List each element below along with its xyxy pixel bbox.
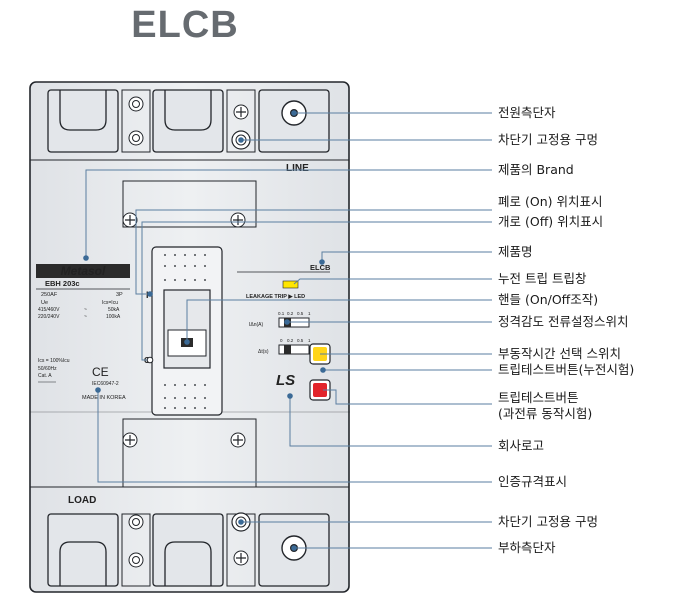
callout-overcurrent-test-sub: (과전류 동작시험) (498, 406, 592, 421)
leader-dots (83, 110, 326, 551)
callout-line-terminal: 전원측단자 (498, 105, 556, 120)
bottom-fixing-screws (121, 512, 256, 587)
time-tick-1: 0 (280, 338, 283, 343)
made-in-label: MADE IN KOREA (82, 395, 126, 401)
rating2-voltage: 220/240V (38, 314, 60, 320)
callout-leakage-test-button: 트립테스트버튼(누전시험) (498, 362, 634, 377)
sens-tick-2: 0.2 (287, 311, 294, 316)
elcb-label: ELCB (310, 263, 331, 272)
rating2-ka: 100kA (106, 314, 121, 320)
load-label: LOAD (68, 495, 96, 506)
leakage-led (282, 280, 299, 289)
callout-overcurrent-test-button: 트립테스트버튼 (498, 390, 579, 405)
leader-lines (85, 112, 492, 549)
sens-tick-1: 0.1 (278, 311, 285, 316)
nameplate: Metasol EBH 203c 250AF 3P Ue Ics=Icu 415… (36, 264, 130, 401)
ce-mark: CE (92, 365, 109, 379)
callout-time-delay-switch: 부동작시간 선택 스위치 (498, 346, 621, 361)
callout-company-logo: 회사로고 (498, 438, 544, 453)
leakage-text: LEAKAGE TRIP ▶ LED (246, 293, 305, 300)
line-label: LINE (286, 163, 309, 174)
time-tick-3: 0.5 (297, 338, 304, 343)
callout-on-position: 폐로 (On) 위치표시 (498, 194, 602, 209)
brand-plate (36, 264, 130, 278)
load-terminal-1 (47, 513, 119, 587)
rating2-sep: ~ (84, 314, 87, 320)
callout-handle: 핸들 (On/Off조작) (498, 292, 598, 307)
callout-fixing-hole-top: 차단기 고정용 구멍 (498, 132, 598, 147)
category: Cat. A (38, 373, 52, 379)
ue-label: Ue (41, 300, 48, 306)
time-tick-4: 1 (308, 338, 311, 343)
callout-certification: 인증규격표시 (498, 474, 567, 489)
frame-rating: 250AF (41, 292, 58, 298)
callout-brand: 제품의 Brand (498, 162, 574, 177)
cover-screws-top (122, 212, 246, 228)
frequency: 50/60Hz (38, 366, 57, 372)
callout-leakage-trip-window: 누전 트립 트립창 (498, 271, 587, 286)
standard-mark: IEC60947-2 (92, 381, 119, 387)
rating1-sep: ~ (84, 307, 87, 313)
rating1-voltage: 415/460V (38, 307, 60, 313)
time-label: Δt(s) (258, 349, 269, 355)
line-terminal-1 (47, 89, 119, 153)
ics-note: Ics = 100%Icu (38, 358, 70, 364)
cover-screws-bottom (122, 432, 246, 448)
callout-load-terminal: 부하측단자 (498, 540, 556, 555)
sens-label: IΔn(A) (249, 322, 264, 328)
poles: 3P (116, 292, 123, 298)
page-title: ELCB (131, 4, 239, 46)
callout-fixing-hole-bottom: 차단기 고정용 구멍 (498, 514, 598, 529)
ls-logo: LS (276, 372, 295, 389)
callout-product-name: 제품명 (498, 244, 533, 259)
sens-tick-3: 0.5 (297, 311, 304, 316)
callout-sensitivity-switch: 정격감도 전류설정스위치 (498, 314, 628, 329)
callout-off-position: 개로 (Off) 위치표시 (498, 214, 603, 229)
on-mark: I (146, 290, 149, 300)
line-terminal-2 (152, 89, 224, 153)
time-delay-switch[interactable]: 0 0.2 0.5 1 Δt(s) (258, 338, 311, 355)
overcurrent-test-button[interactable] (313, 383, 327, 397)
time-tick-2: 0.2 (287, 338, 294, 343)
sens-tick-4: 1 (308, 311, 311, 316)
rating1-ka: 50kA (108, 307, 120, 313)
brand-name: Metasol (61, 264, 106, 278)
ics-icu-label: Ics=Icu (102, 300, 118, 306)
model-name: EBH 203c (45, 279, 80, 288)
line-terminal-3 (258, 89, 330, 153)
load-terminal-2 (152, 513, 224, 587)
